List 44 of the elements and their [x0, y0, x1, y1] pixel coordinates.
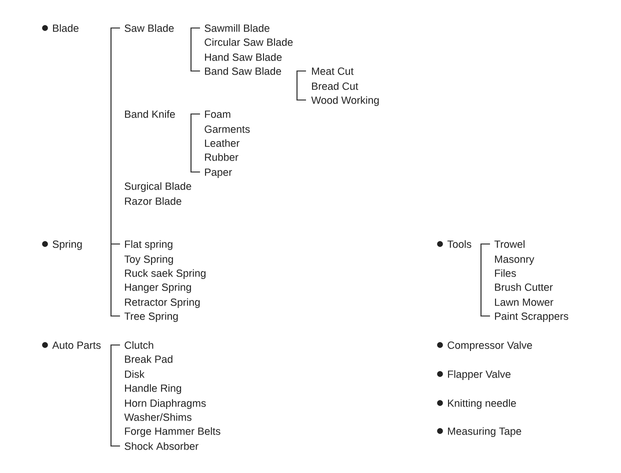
item-label: Garments: [204, 126, 250, 133]
category-label: Knitting needle: [448, 399, 516, 409]
item-label: Washer/Shims: [124, 413, 192, 421]
item-label: Disk: [125, 370, 145, 378]
item-label: Flat spring: [125, 240, 172, 250]
category-label: Compressor Valve: [448, 341, 532, 351]
item-label: Band Knife: [125, 110, 175, 118]
item-label: Bread Cut: [312, 82, 358, 90]
item-label: Lawn Mower: [495, 298, 554, 306]
item-label: Paint Scrappers: [495, 312, 568, 322]
category-label: Flapper Valve: [448, 370, 510, 380]
item-label: Wood Working: [311, 96, 379, 106]
item-label: Hand Saw Blade: [205, 53, 282, 61]
item-label: Forge Hammer Belts: [125, 427, 220, 437]
category-label: Measuring Tape: [448, 427, 522, 437]
item-label: Rubber: [205, 153, 238, 161]
category-label: Tools: [447, 240, 472, 248]
item-label: Sawmill Blade: [204, 24, 270, 32]
item-label: Brush Cutter: [495, 283, 553, 291]
item-label: Circular Saw Blade: [204, 38, 293, 46]
item-label: Retractor Spring: [125, 298, 200, 308]
item-label: Masonry: [495, 256, 534, 265]
item-label: Files: [495, 269, 516, 277]
item-label: Foam: [205, 110, 230, 118]
item-label: Toy Spring: [124, 255, 173, 265]
item-label: Break Pad: [125, 355, 172, 363]
category-label: Blade: [53, 24, 78, 32]
category-label: Spring: [52, 240, 82, 250]
item-label: Surgical Blade: [124, 182, 192, 192]
item-label: Horn Diaphragms: [125, 399, 206, 409]
item-label: Band Saw Blade: [205, 67, 282, 75]
item-label: Meat Cut: [312, 68, 354, 75]
item-label: Shock Absorber: [124, 442, 198, 450]
item-label: Trowel: [494, 240, 524, 248]
item-label: Handle Ring: [125, 384, 182, 394]
item-label: Saw Blade: [124, 24, 174, 32]
category-label: Auto Parts: [52, 342, 101, 349]
item-label: Razor Blade: [125, 197, 182, 205]
item-label: Paper: [205, 168, 232, 178]
item-label: Hanger Spring: [125, 283, 191, 293]
item-label: Leather: [205, 139, 240, 147]
item-label: Tree Spring: [124, 312, 178, 322]
item-label: Ruck saek Spring: [125, 269, 206, 279]
item-label: Clutch: [124, 341, 154, 349]
